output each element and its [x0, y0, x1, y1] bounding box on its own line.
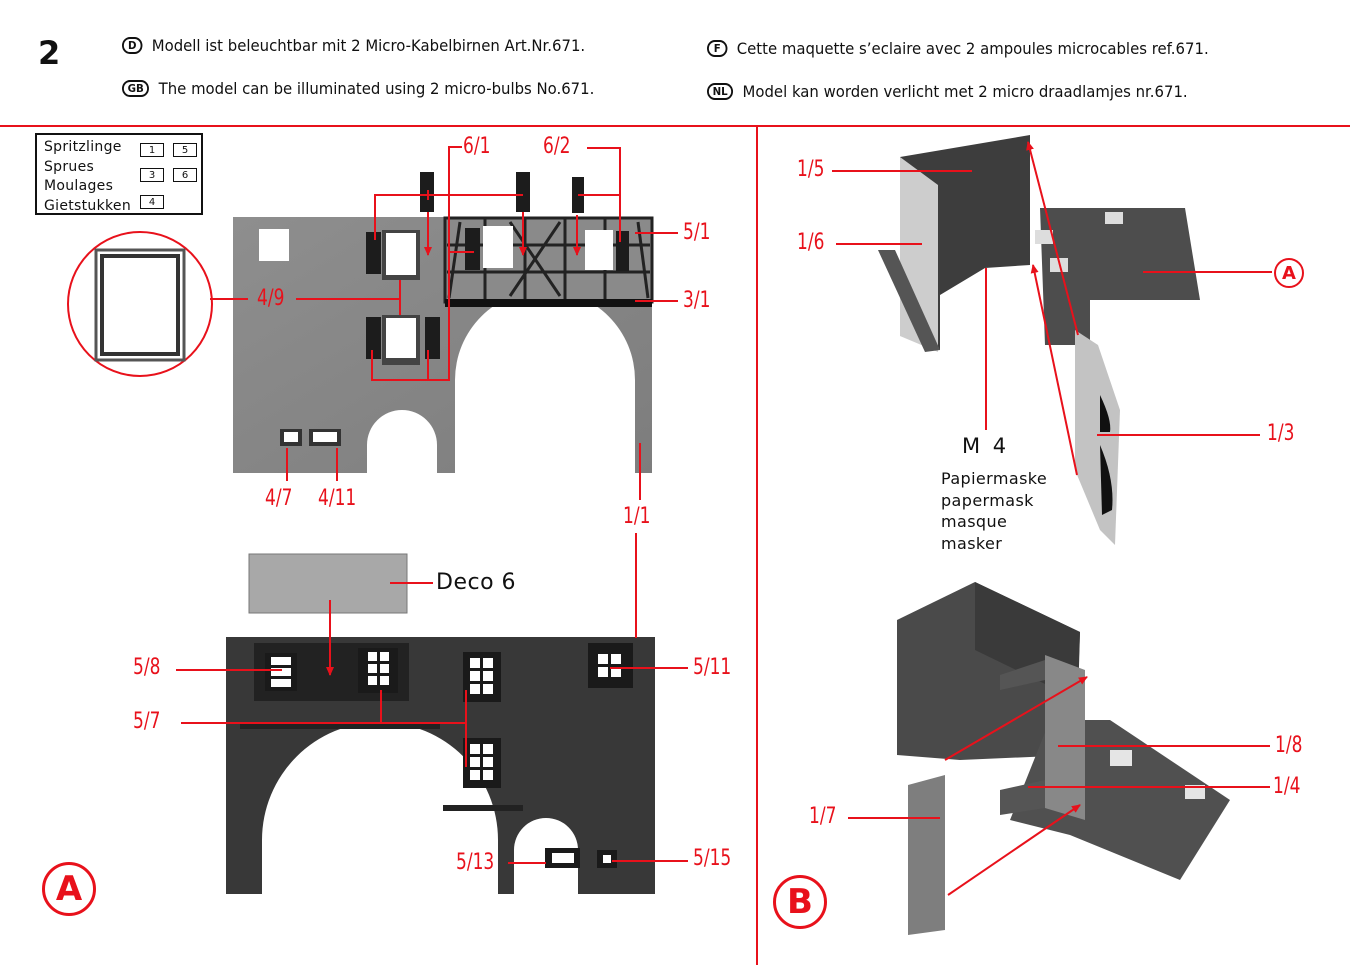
instruction-text-de: Modell ist beleuchtbar mit 2 Micro-Kabel…: [151, 36, 586, 55]
part-label-5-13: 5/13: [456, 850, 495, 875]
sprue-number: 4: [140, 195, 164, 209]
shutter-part-6-1: [366, 172, 530, 359]
sprues-label-gb: Sprues: [44, 158, 95, 175]
sprue-number: 6: [173, 168, 197, 182]
mask-name-de: Papiermaske: [941, 469, 1048, 488]
leader-lines-panel-b: [832, 141, 1272, 896]
part-label-5-8: 5/8: [133, 655, 161, 680]
part-label-5-11: 5/11: [693, 655, 732, 680]
mask-name-nl: masker: [941, 533, 1003, 553]
header-divider: [0, 125, 1350, 127]
part-label-1-1: 1/1: [623, 504, 651, 529]
instruction-fr: F Cette maquette s’eclaire avec 2 ampoul…: [707, 39, 1209, 58]
panel-marker-a: A: [42, 862, 96, 916]
part-label-1-7: 1/7: [809, 804, 837, 829]
step-number: 2: [38, 34, 61, 72]
instruction-text-nl: Model kan worden verlicht met 2 micro dr…: [742, 82, 1188, 101]
language-badge-gb: GB: [122, 80, 150, 97]
reference-marker-a: A: [1274, 258, 1304, 288]
panel-divider: [756, 125, 758, 965]
part-label-6-1: 6/1: [463, 134, 491, 159]
sprues-label-fr: Moulages: [44, 178, 114, 194]
instruction-text-fr: Cette maquette s’eclaire avec 2 ampoules…: [736, 39, 1209, 58]
leader-lines-panel-a: [176, 146, 688, 864]
window-frame-part-4-9: [382, 230, 420, 365]
language-badge-fr: F: [707, 40, 728, 57]
part-label-1-6: 1/6: [797, 230, 825, 255]
window-opening: [259, 229, 289, 261]
deco-6-label: Deco 6: [436, 570, 517, 595]
sprues-label-nl: Gietstukken: [44, 197, 131, 214]
part-label-5-15: 5/15: [693, 846, 732, 871]
sprues-label-de: Spritzlinge: [44, 139, 122, 155]
part-label-1-3: 1/3: [1267, 421, 1295, 446]
part-label-6-2: 6/2: [543, 134, 571, 159]
sprue-number: 1: [140, 143, 164, 157]
mask-name-gb: papermask: [941, 490, 1034, 510]
part-label-5-1: 5/1: [683, 220, 711, 245]
part-label-3-1: 3/1: [683, 288, 711, 313]
assembly-photo-lower: [897, 582, 1230, 935]
instruction-nl: NL Model kan worden verlicht met 2 micro…: [707, 82, 1188, 101]
instruction-de: D Modell ist beleuchtbar mit 2 Micro-Kab…: [122, 36, 585, 55]
instruction-text-gb: The model can be illuminated using 2 mic…: [158, 79, 595, 98]
sprue-number: 3: [140, 168, 164, 182]
mask-name-fr: masque: [941, 512, 1008, 531]
part-label-5-7: 5/7: [133, 709, 161, 734]
part-label-4-7: 4/7: [265, 486, 293, 511]
sprue-number: 5: [173, 143, 197, 157]
beam-part-3-1: [445, 299, 652, 307]
deco-6-sheet: [248, 553, 408, 614]
instruction-gb: GB The model can be illuminated using 2 …: [122, 79, 594, 98]
window-detail-zoom: [67, 231, 213, 377]
assembly-photo-upper: [878, 135, 1200, 545]
part-label-4-11: 4/11: [318, 486, 357, 511]
part-label-1-4: 1/4: [1273, 774, 1301, 799]
window-glazing: [271, 652, 621, 863]
part-label-1-8: 1/8: [1275, 733, 1303, 758]
mask-names: Papiermaske papermask masque masker: [941, 468, 1047, 554]
mask-code: M 4: [962, 434, 1010, 458]
panel-marker-b: B: [773, 875, 827, 929]
language-badge-de: D: [122, 37, 143, 54]
part-label-1-5: 1/5: [797, 157, 825, 182]
sprues-legend: Spritzlinge Sprues Moulages Gietstukken …: [35, 133, 203, 215]
part-label-4-9: 4/9: [257, 286, 285, 311]
language-badge-nl: NL: [707, 83, 734, 100]
